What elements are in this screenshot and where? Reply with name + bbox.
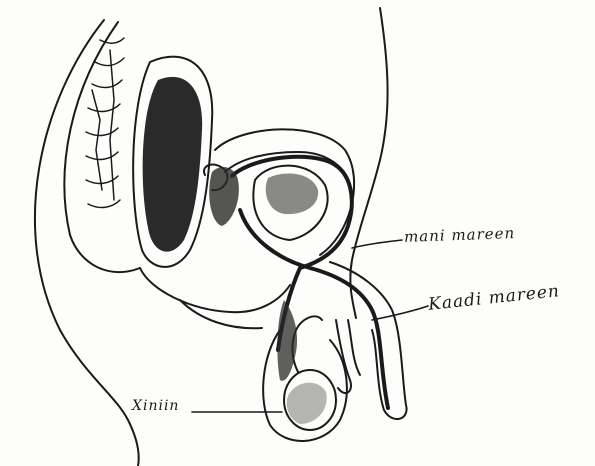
vesicle-fill: [209, 167, 239, 226]
rectum-fill: [143, 77, 203, 252]
lower-duct: [240, 210, 388, 408]
duct-shadow: [277, 300, 297, 381]
bladder-fill: [266, 174, 318, 215]
testis-shadow: [287, 383, 327, 424]
leader-lower: [372, 306, 428, 320]
pelvic-floor: [140, 268, 290, 312]
body-outline: [35, 20, 139, 466]
penis-outline: [330, 262, 407, 419]
vertebrae: [86, 38, 124, 207]
abdominal-wall: [350, 8, 387, 318]
label-gonad: Xiniin: [132, 398, 179, 414]
spine-contour: [64, 22, 140, 272]
leader-upper: [352, 240, 402, 248]
